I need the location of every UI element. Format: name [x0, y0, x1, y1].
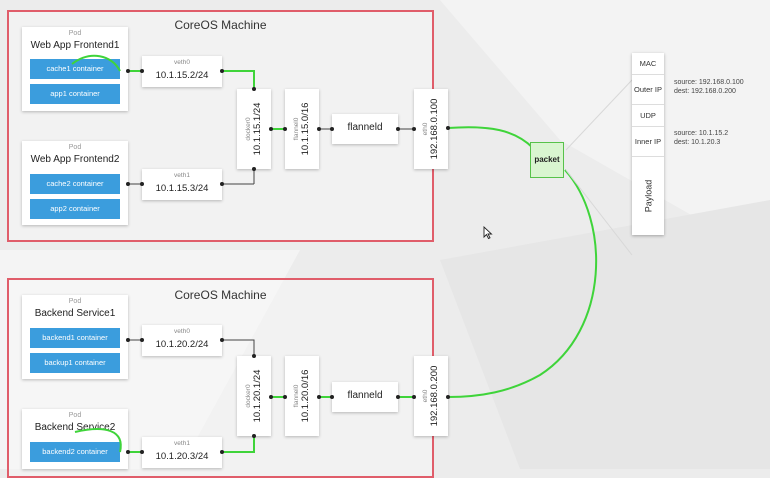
veth-label: veth0 [174, 328, 190, 335]
pod-name: Web App Frontend2 [30, 154, 120, 165]
eth0-label: eth0 [422, 389, 429, 403]
docker0-label: docker0 [245, 117, 252, 141]
veth-label: veth1 [174, 172, 190, 179]
flanneld-daemon[interactable]: flanneld [332, 114, 398, 144]
field-payload: Payload [632, 157, 664, 235]
flanneld-label: flanneld [347, 390, 383, 401]
outer-source: source: 192.168.0.100 [674, 79, 744, 86]
pod-name: Web App Frontend1 [30, 40, 120, 51]
outer-ip-addresses: source: 192.168.0.100 dest: 192.168.0.20… [674, 78, 744, 96]
flannel0-label: flannel0 [293, 117, 300, 141]
mouse-cursor-icon [483, 226, 493, 240]
field-inner-ip: Inner IP [632, 127, 664, 157]
container-app2[interactable]: app2 container [30, 199, 120, 219]
pod-backend-service1[interactable]: Pod Backend Service1 backend1 container … [22, 295, 128, 379]
outer-dest: dest: 192.168.0.200 [674, 88, 736, 95]
container-backup1[interactable]: backup1 container [30, 353, 120, 373]
pod-label: Pod [68, 144, 82, 151]
docker0-label: docker0 [245, 384, 252, 408]
eth0-ip: 192.168.0.100 [429, 98, 440, 160]
field-outer-ip: Outer IP [632, 75, 664, 105]
veth0-box[interactable]: veth0 10.1.20.2/24 [142, 325, 222, 356]
container-cache2[interactable]: cache2 container [30, 174, 120, 194]
veth-ip: 10.1.15.2/24 [155, 70, 209, 81]
veth-ip: 10.1.20.3/24 [155, 451, 209, 462]
container-backend2[interactable]: backend2 container [30, 442, 120, 462]
veth-label: veth0 [174, 59, 190, 66]
pod-name: Backend Service1 [34, 308, 116, 319]
container-backend1[interactable]: backend1 container [30, 328, 120, 348]
flannel0-ip: 10.1.20.0/16 [300, 369, 311, 423]
flanneld-daemon[interactable]: flanneld [332, 382, 398, 412]
container-app1[interactable]: app1 container [30, 84, 120, 104]
container-cache1[interactable]: cache1 container [30, 59, 120, 79]
eth0-ip: 192.168.0.200 [429, 365, 440, 427]
field-mac: MAC [632, 53, 664, 75]
inner-ip-addresses: source: 10.1.15.2 dest: 10.1.20.3 [674, 129, 728, 147]
veth0-box[interactable]: veth0 10.1.15.2/24 [142, 56, 222, 87]
veth1-box[interactable]: veth1 10.1.20.3/24 [142, 437, 222, 468]
field-udp: UDP [632, 105, 664, 127]
pod-name: Backend Service2 [34, 422, 116, 433]
machine-title: CoreOS Machine [174, 18, 267, 32]
pod-label: Pod [68, 30, 82, 37]
packet-structure-table: MAC Outer IP UDP Inner IP Payload [632, 53, 664, 235]
veth-ip: 10.1.20.2/24 [155, 339, 209, 350]
pod-backend-service2[interactable]: Pod Backend Service2 backend2 container [22, 409, 128, 469]
flannel0-ip: 10.1.15.0/16 [300, 102, 311, 156]
veth1-box[interactable]: veth1 10.1.15.3/24 [142, 169, 222, 200]
pod-web-app-frontend1[interactable]: Pod Web App Frontend1 cache1 container a… [22, 27, 128, 111]
docker0-ip: 10.1.15.1/24 [252, 102, 263, 156]
pod-label: Pod [68, 412, 82, 419]
flanneld-label: flanneld [347, 122, 383, 133]
inner-source: source: 10.1.15.2 [674, 130, 729, 137]
pod-label: Pod [68, 298, 82, 305]
eth0-label: eth0 [422, 122, 429, 136]
payload-label: Payload [643, 179, 653, 213]
veth-label: veth1 [174, 440, 190, 447]
pod-web-app-frontend2[interactable]: Pod Web App Frontend2 cache2 container a… [22, 141, 128, 225]
packet-badge[interactable]: packet [530, 142, 564, 178]
flannel0-label: flannel0 [293, 384, 300, 408]
docker0-ip: 10.1.20.1/24 [252, 369, 263, 423]
veth-ip: 10.1.15.3/24 [155, 183, 209, 194]
machine-title: CoreOS Machine [174, 288, 267, 302]
inner-dest: dest: 10.1.20.3 [674, 139, 721, 146]
